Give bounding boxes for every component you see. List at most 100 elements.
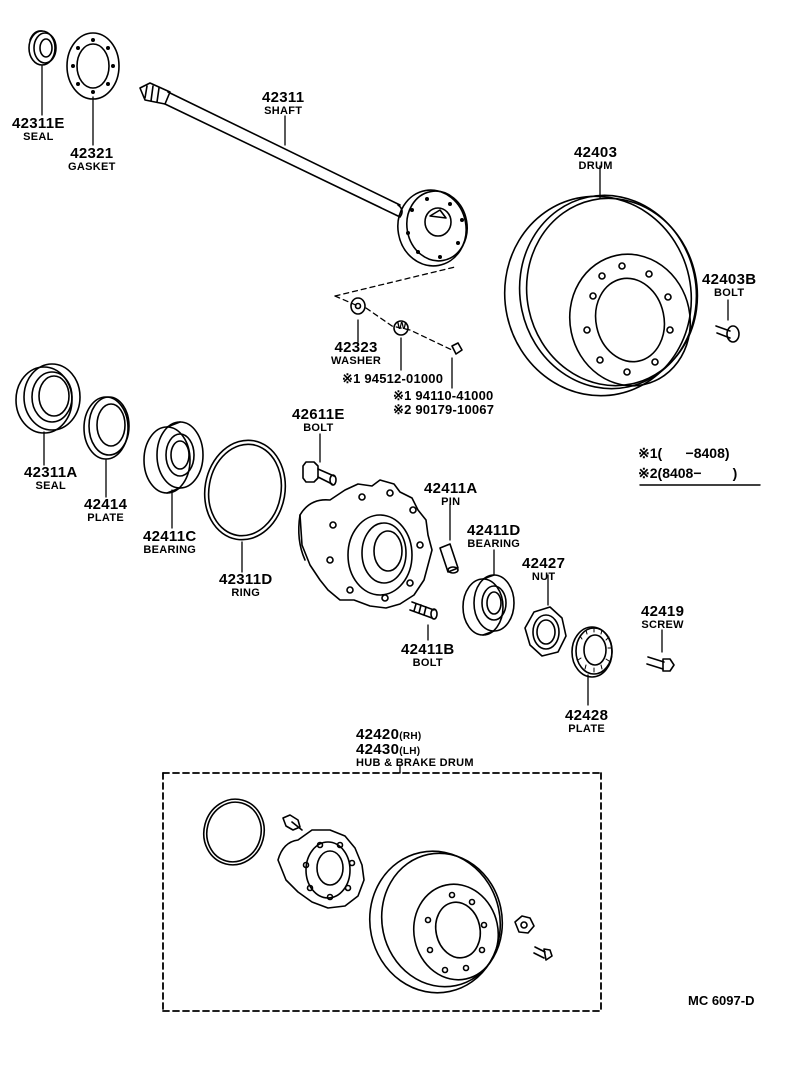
part-name: SCREW [641,619,684,631]
leader-lines [42,66,728,773]
part-name: BEARING [143,544,197,556]
assembly-number-rh: 42420 [356,726,400,743]
part-name: BOLT [412,657,443,669]
part-number: 42311A [24,464,78,481]
part-number: 42411C [143,528,197,545]
drum-bolt-42403b-shape [716,326,739,342]
alt-part-number: ※2 90179-10067 [393,402,495,417]
small-nut-shape [452,343,462,354]
assembly-bolt-shape [283,815,302,830]
alt-part-number: ※1 94110-41000 [393,388,494,403]
part-name: GASKET [68,161,116,173]
assembly-ring-shape [196,792,271,871]
pin-42411a-shape [440,544,458,573]
part-name: BOLT [714,287,745,299]
part-number: 42428 [565,707,609,724]
axle-hub-shape [299,480,432,608]
part-name: PIN [441,496,461,508]
label-nut-alt-numbers: ※1 94110-41000 ※2 90179-10067 [393,389,494,416]
part-name: SEAL [35,480,67,492]
alt-part-number: ※1 94512-01000 [342,371,444,386]
hub-bolt-42411b-shape [410,602,437,619]
part-number: 42414 [84,496,128,513]
label-plate-42428: 42428 PLATE [565,708,608,735]
part-name: RING [231,587,261,599]
label-gasket-42321: 42321 GASKET [68,146,116,173]
part-name: PLATE [568,723,605,735]
label-drum-42403: 42403 DRUM [574,145,617,172]
label-bearing-42411c: 42411C BEARING [143,529,197,556]
part-number: 42321 [70,145,114,162]
part-number: 42323 [334,339,378,356]
legend-line-1: ※1( −8408) [638,445,730,462]
assembly-suffix-rh: (RH) [399,731,422,742]
legend-mark-2: ※2 [638,465,658,481]
legend-line-2: ※2(8408− ) [638,465,737,482]
assembly-drum-shape [357,839,515,1005]
washer-marker [394,321,408,335]
assembly-suffix-lh: (LH) [399,746,421,757]
assembly-nut-shape [515,916,534,933]
bearing-42411c-shape [144,422,203,493]
part-name: NUT [531,571,556,583]
label-seal-42311a: 42311A SEAL [24,465,78,492]
label-screw-42419: 42419 SCREW [641,604,684,631]
assembly-number-rh-line: 42420(RH) [356,727,474,742]
ring-42311d-shape [197,434,293,546]
part-number: 42411D [467,522,521,539]
part-name: BOLT [303,422,334,434]
axle-shaft-42311-shape [140,83,473,271]
assembly-name: HUB & BRAKE DRUM [356,757,474,769]
legend-mark-1: ※1 [638,445,658,461]
part-number: 42311 [262,89,305,106]
legend-range-1: ( −8408) [657,445,730,461]
seal-42311a-shape [16,364,80,433]
part-number: 42403B [702,271,757,288]
part-number: 42611E [292,406,345,423]
label-washer-42323: 42323 WASHER [331,340,381,367]
label-hub-bolt-42411b: 42411B BOLT [401,642,455,669]
label-assembly-hub-brake-drum: 42420(RH) 42430(LH) HUB & BRAKE DRUM [356,727,474,769]
label-bearing-42411d: 42411D BEARING [467,523,521,550]
assembly-screw-shape [534,947,552,960]
label-drum-bolt-42403b: 42403B BOLT [702,272,756,299]
part-name: WASHER [331,355,382,367]
part-number: 42311D [219,571,273,588]
washer-42323-shape [351,298,365,314]
part-number: 42419 [641,603,685,620]
washer-marker-letter: W [397,321,407,332]
part-number: 42411B [401,641,455,658]
hub-bolt-42611e-shape [303,462,336,485]
gasket-42321-shape [67,33,119,99]
label-pin-42411a: 42411A PIN [424,481,478,508]
diagram-code: MC 6097-D [688,993,755,1008]
part-number: 42311E [12,115,65,132]
lock-nut-42427-shape [525,607,566,656]
brake-drum-42403-shape [486,179,714,413]
part-name: SHAFT [264,105,303,117]
assembly-hub-shape [278,830,364,908]
part-number: 42411A [424,480,478,497]
bearing-42411d-shape [463,575,514,635]
assembly-dashed-box [163,773,601,1011]
assembly-number-lh-line: 42430(LH) [356,742,474,757]
label-hub-bolt-42611e: 42611E BOLT [292,407,345,434]
assembly-number-lh: 42430 [356,741,400,758]
part-number: 42427 [522,555,566,572]
lock-plate-42428-shape [572,627,612,677]
label-ring-42311d: 42311D RING [219,572,273,599]
part-name: DRUM [578,160,613,172]
label-washer-alt-1: ※1 94512-01000 [342,372,443,385]
label-shaft-42311: 42311 SHAFT [262,90,304,117]
label-seal-42311e: 42311E SEAL [12,116,65,143]
seal-42311e-shape [29,31,56,65]
legend-range-2: (8408− ) [657,465,738,481]
plate-42414-shape [84,397,129,459]
label-plate-42414: 42414 PLATE [84,497,127,524]
part-name: SEAL [23,131,54,143]
part-number: 42403 [574,144,618,161]
part-name: PLATE [87,512,124,524]
part-name: BEARING [467,538,521,550]
label-nut-42427: 42427 NUT [522,556,565,583]
